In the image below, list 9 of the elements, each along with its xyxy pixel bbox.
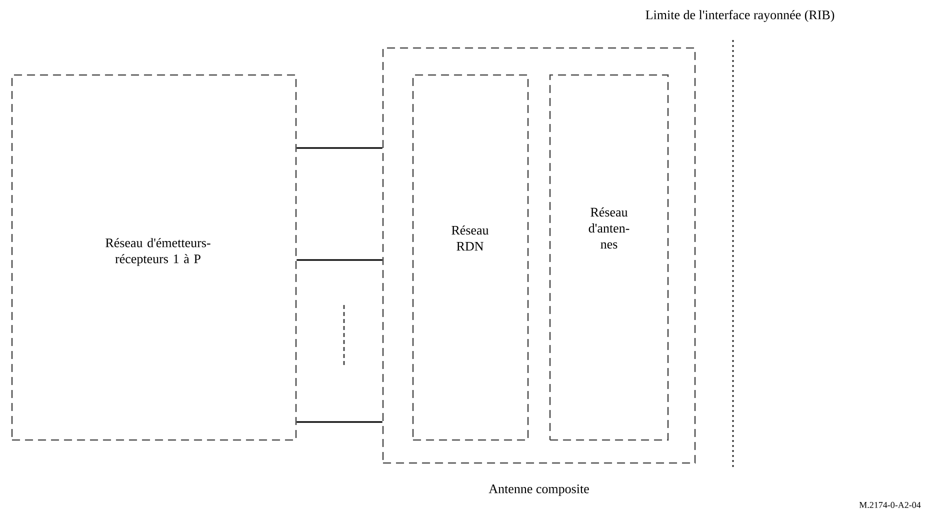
- connector-line: [296, 421, 382, 423]
- connector-line: [296, 147, 382, 149]
- boundary-label: Limite de l'interface rayonnée (RIB): [646, 10, 834, 22]
- box-label: Réseau d'émetteurs-récepteurs 1 à P: [106, 238, 210, 266]
- box-label: Réseau d'anten- nes: [588, 207, 630, 249]
- box-caption: Antenne composite: [488, 484, 589, 496]
- box-label: Réseau RDN: [452, 225, 489, 251]
- connector-line: [296, 259, 382, 261]
- figure-code: M.2174-0-A2-04: [859, 502, 921, 508]
